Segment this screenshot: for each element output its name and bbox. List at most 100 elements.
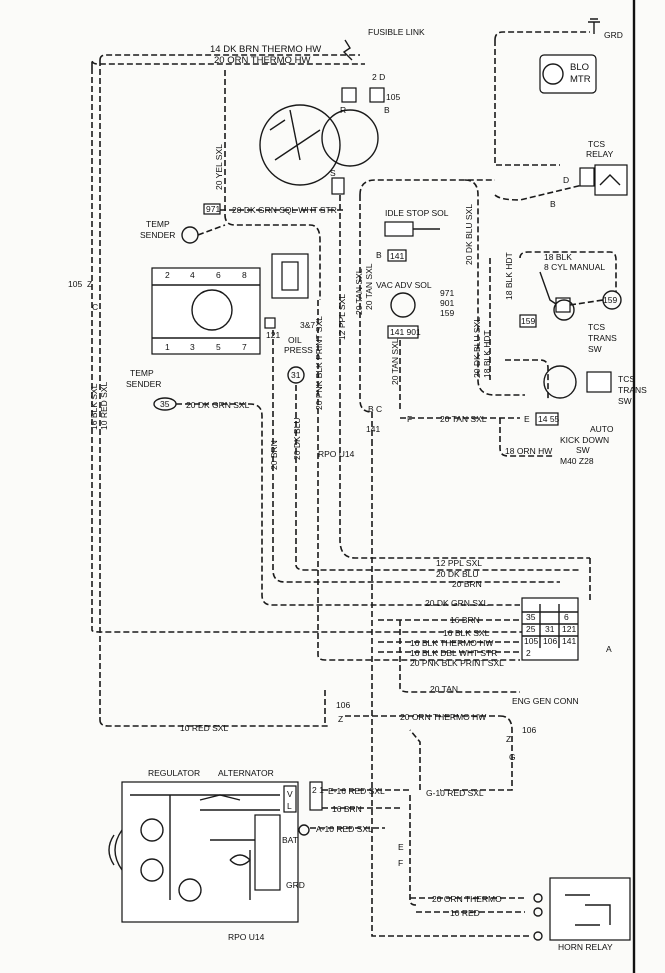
left-pin-c: C	[92, 302, 98, 312]
dist-pin-r-label: R	[340, 105, 346, 115]
tcs-relay-body	[594, 164, 628, 196]
alternator-pulley	[108, 829, 123, 871]
tcs-relay-connector	[579, 167, 595, 187]
splice-106b-z: Z	[506, 734, 511, 744]
horn-relay-contacts	[565, 894, 611, 926]
alternator-label: ALTERNATOR	[218, 768, 274, 778]
wire-ground	[494, 31, 590, 41]
bat-terminal	[298, 824, 310, 836]
wire-label-red-10-g: G-10 RED SXL	[426, 788, 484, 798]
vac-adv-sol-icon	[390, 292, 416, 318]
wire-red-up	[409, 729, 421, 790]
oil-press-sender	[287, 366, 305, 384]
tcs-trans-sw-2-icon	[543, 365, 577, 399]
eng-gen-pin-105: 105	[524, 636, 538, 646]
eng-gen-pin-106: 106	[543, 636, 557, 646]
wire-label-blk-8cyl: 18 BLK	[544, 252, 572, 262]
tcs-relay-label-2: RELAY	[586, 149, 614, 159]
wire-tcs-sw-2	[505, 359, 549, 400]
idle-stop-141	[387, 249, 407, 262]
horn-relay-label: HORN RELAY	[558, 942, 613, 952]
wire-dk-blu-sxl	[464, 179, 525, 396]
wire-yel-to-oil	[224, 214, 321, 300]
wire-label-tan-sxl-3: 20 TAN SXL	[390, 338, 400, 385]
idle-stop-pin-b: B	[376, 250, 382, 260]
blower-motor-rotor	[542, 63, 564, 85]
rpo-u14-mid: RPO U14	[318, 449, 355, 459]
temp-sender-lower-label-2: SENDER	[126, 379, 161, 389]
wire-label-blk-hdt-2: 18 BLK HDT	[482, 330, 492, 378]
wire-label-orn-thermo-horn: 20 ORN THERMO	[432, 894, 502, 904]
vac-adv-sol-label: VAC ADV SOL	[376, 280, 432, 290]
wire-tcs-relay-b	[494, 181, 596, 201]
tcs-trans-sw-1-label-3: SW	[588, 344, 602, 354]
wire-dk-brn-thermo	[99, 54, 360, 61]
tcs-trans-sw-2-label-3: SW	[618, 396, 632, 406]
conn-159-right	[602, 290, 622, 310]
left-pin-z: Z	[87, 279, 92, 289]
wire-label-red-bat: A-10 RED SXL	[316, 824, 373, 834]
coil-pin-2: 2	[165, 270, 170, 280]
coil-pin-7: 7	[242, 342, 247, 352]
idle-stop-141-label: 141	[390, 251, 404, 261]
bus-label-dk-grn: 20 DK GRN SXL	[425, 598, 489, 608]
bus-label-ppl: 12 PPL SXL	[436, 558, 482, 568]
temp-sender-upper-icon	[181, 226, 199, 244]
regulator-transistor-2	[140, 858, 164, 882]
tcs-relay-label-1: TCS	[588, 139, 605, 149]
eng-gen-pin-6: 6	[564, 612, 569, 622]
alt-pin-v: V	[287, 789, 293, 799]
vac-adv-connector-label: 141 901	[390, 327, 421, 337]
coil-cap	[191, 289, 233, 331]
wire-bus-tan	[399, 620, 520, 693]
oil-press-label-2: PRESS	[284, 345, 313, 355]
wire-pnk-blk	[317, 300, 520, 661]
horn-term-f	[533, 893, 543, 903]
splice-971-label: 971	[206, 204, 220, 214]
pin-f: F	[407, 414, 412, 424]
rectifier-bridge	[254, 814, 281, 891]
eng-gen-conn-grid	[522, 604, 578, 648]
splice-105-left: 105	[68, 279, 82, 289]
tcs-relay-pin-d: D	[563, 175, 569, 185]
kick-down-label-3: SW	[576, 445, 590, 455]
eng-gen-pin-141: 141	[562, 636, 576, 646]
code-901: 901	[440, 298, 454, 308]
coil-pin-1: 1	[165, 342, 170, 352]
bus-label-brn: 20 BRN	[452, 579, 482, 589]
pin-b-c: B C	[368, 404, 382, 414]
wire-label-pnk-blk-vert: 20 PNK BLK PRINT SXL	[314, 316, 324, 410]
wire-idle-stop-top	[359, 179, 495, 196]
tcs-trans-sw-2-label-2: TRANS	[618, 385, 647, 395]
wire-label-ppl-sxl: 12 PPL SXL	[337, 294, 347, 340]
dist-s-terminal	[331, 177, 345, 195]
alternator-internal-wiring	[130, 794, 280, 900]
splice-971	[203, 203, 221, 215]
wire-label-orn-thermo-top: 20 ORN THERMO HW	[214, 55, 310, 66]
eight-cyl-manual-label: 8 CYL MANUAL	[544, 262, 605, 272]
kick-down-pins: 14 55	[538, 414, 560, 424]
kick-down-connector	[535, 412, 559, 426]
tcs-relay-contacts	[599, 174, 621, 186]
eng-gen-pin-25: 25	[526, 624, 536, 634]
wire-g-red	[440, 762, 513, 791]
wire-label-red-horn: 10 RED	[450, 908, 480, 918]
regulator-resistor	[199, 794, 241, 801]
wire-orn-hw-kick	[499, 418, 555, 457]
blower-motor-label-1: BLO	[570, 62, 589, 73]
distributor-internals	[269, 109, 321, 161]
blower-motor-label-2: MTR	[570, 74, 591, 85]
vac-adv-connector	[387, 325, 419, 339]
wire-label-dk-brn-thermo: 14 DK BRN THERMO HW	[210, 44, 321, 55]
eng-gen-pin-35: 35	[526, 612, 536, 622]
tcs-trans-sw-1-icon	[553, 299, 575, 321]
alt-grd-label: GRD	[286, 880, 305, 890]
eng-gen-pin-31: 31	[545, 624, 555, 634]
splice-106b-g: G	[509, 752, 516, 762]
horn-term-2	[533, 931, 543, 941]
bus-label-tan: 20 TAN	[430, 684, 458, 694]
wire-label-tan-sxl-1: 20 TAN SXL	[354, 268, 364, 315]
tcs-trans-sw-1-label-2: TRANS	[588, 333, 617, 343]
distributor-body	[321, 109, 379, 167]
